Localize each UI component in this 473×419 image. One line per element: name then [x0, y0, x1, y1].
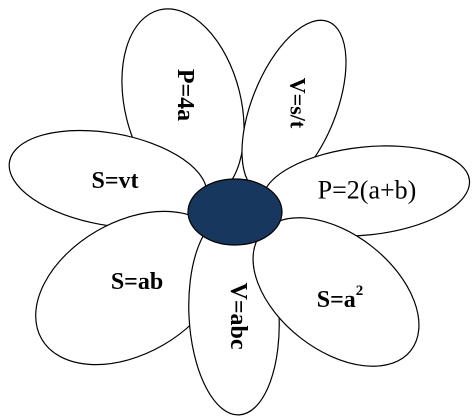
- formula-label-area-rectangle: S=ab: [111, 269, 163, 295]
- formula-label-distance: S=vt: [91, 168, 138, 194]
- formula-label-volume: V=abc: [225, 282, 251, 349]
- formula-label-area-square-exponent: 2: [356, 283, 364, 299]
- flower-center: [187, 178, 283, 246]
- formula-label-area-square-base: S=a: [317, 287, 356, 313]
- formula-label-perimeter-square: P=4a: [172, 69, 198, 121]
- formula-label-velocity: V=s/t: [286, 78, 311, 129]
- formula-label-area-square: S=a2: [317, 283, 364, 313]
- formula-label-perimeter-rectangle: P=2(a+b): [318, 176, 417, 205]
